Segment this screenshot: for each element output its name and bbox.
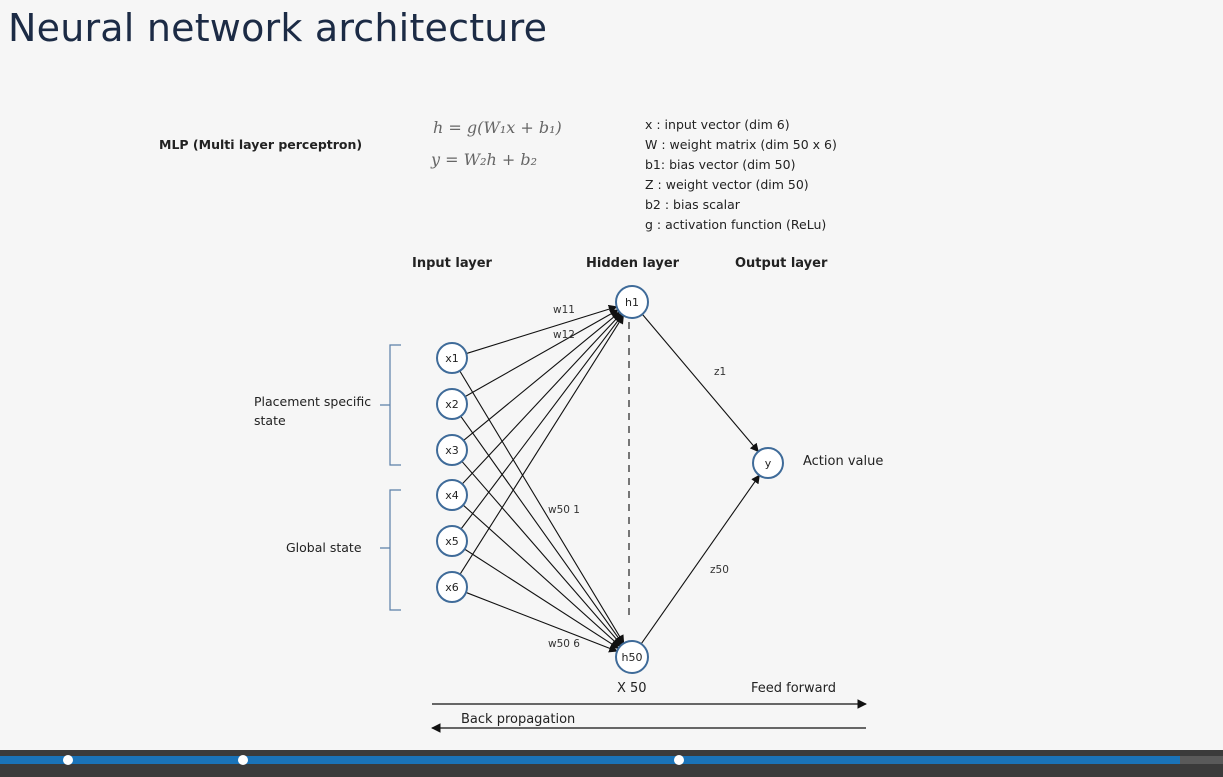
network-diagram: x1 x2 x3 x4 x5 x6 h1 h50 y w11 w12 w50 1…	[380, 285, 867, 733]
edge-label-w50-1: w50 1	[548, 504, 580, 516]
action-value-label: Action value	[803, 454, 884, 469]
edge-x4-h50	[462, 504, 621, 647]
definition-item: x : input vector (dim 6)	[645, 117, 790, 132]
definitions-list: x : input vector (dim 6) W : weight matr…	[645, 115, 837, 235]
input-layer-heading: Input layer	[412, 256, 492, 271]
edges-group	[459, 304, 760, 653]
chapter-marker[interactable]	[673, 755, 684, 765]
node-label: x3	[445, 444, 459, 457]
node-label: y	[765, 457, 772, 470]
edge-x6-h1	[459, 314, 624, 575]
input-node-x4: x4	[436, 479, 468, 511]
input-node-x6: x6	[436, 571, 468, 603]
progress-fill	[0, 756, 1181, 764]
definition-item: b2 : bias scalar	[645, 197, 740, 212]
definition-item: g : activation function (ReLu)	[645, 217, 827, 232]
edge-x2-h1	[464, 309, 619, 398]
edge-x3-h50	[461, 460, 623, 646]
output-node-y: y	[752, 447, 784, 479]
global-state-label: Global state	[286, 540, 362, 555]
node-label: x1	[445, 352, 459, 365]
edge-label-w11: w11	[553, 304, 575, 316]
node-label: x2	[445, 398, 459, 411]
mlp-label: MLP (Multi layer perceptron)	[159, 137, 363, 152]
feed-forward-label: Feed forward	[751, 681, 836, 696]
edge-label-z50: z50	[710, 564, 729, 576]
hidden-equation: h = g(W₁x + b₁)	[433, 118, 562, 137]
chapter-marker[interactable]	[63, 755, 74, 765]
global-bracket	[380, 489, 401, 611]
edge-x5-h1	[460, 314, 623, 530]
edge-label-w12: w12	[553, 329, 575, 341]
edge-x1-h50	[459, 370, 625, 645]
back-propagation-label: Back propagation	[461, 712, 576, 727]
input-node-x3: x3	[436, 434, 468, 466]
node-label: x6	[445, 581, 459, 594]
definition-item: Z : weight vector (dim 50)	[645, 177, 809, 192]
edge-x2-h50	[460, 415, 624, 645]
hidden-node-h50: h50	[615, 640, 649, 674]
edge-x3-h1	[463, 311, 621, 441]
node-label: h50	[622, 651, 643, 664]
hidden-layer-heading: Hidden layer	[586, 256, 680, 271]
placement-state-label: Placement specific state	[254, 394, 372, 428]
repeat-label: X 50	[617, 681, 647, 696]
edge-x1-h1	[466, 304, 618, 355]
node-label: x5	[445, 535, 459, 548]
edge-label-z1: z1	[714, 366, 726, 378]
node-label: x4	[445, 489, 459, 502]
edge-label-w50-6: w50 6	[548, 638, 580, 650]
definition-item: b1: bias vector (dim 50)	[645, 157, 796, 172]
definition-item: W : weight matrix (dim 50 x 6)	[645, 137, 837, 152]
input-node-x5: x5	[436, 525, 468, 557]
placement-bracket	[380, 344, 401, 466]
input-node-x2: x2	[436, 388, 468, 420]
output-layer-heading: Output layer	[735, 256, 828, 271]
node-label: h1	[625, 296, 639, 309]
hidden-node-h1: h1	[615, 285, 649, 319]
slide-title: Neural network architecture	[8, 6, 548, 50]
output-equation: y = W₂h + b₂	[431, 150, 538, 169]
edge-x6-h50	[465, 591, 618, 653]
input-node-x1: x1	[436, 342, 468, 374]
chapter-marker[interactable]	[238, 755, 249, 765]
edge-h1-y	[641, 313, 759, 453]
edge-x4-h1	[461, 313, 622, 485]
edge-h50-y	[640, 474, 760, 646]
edge-x5-h50	[464, 548, 620, 649]
